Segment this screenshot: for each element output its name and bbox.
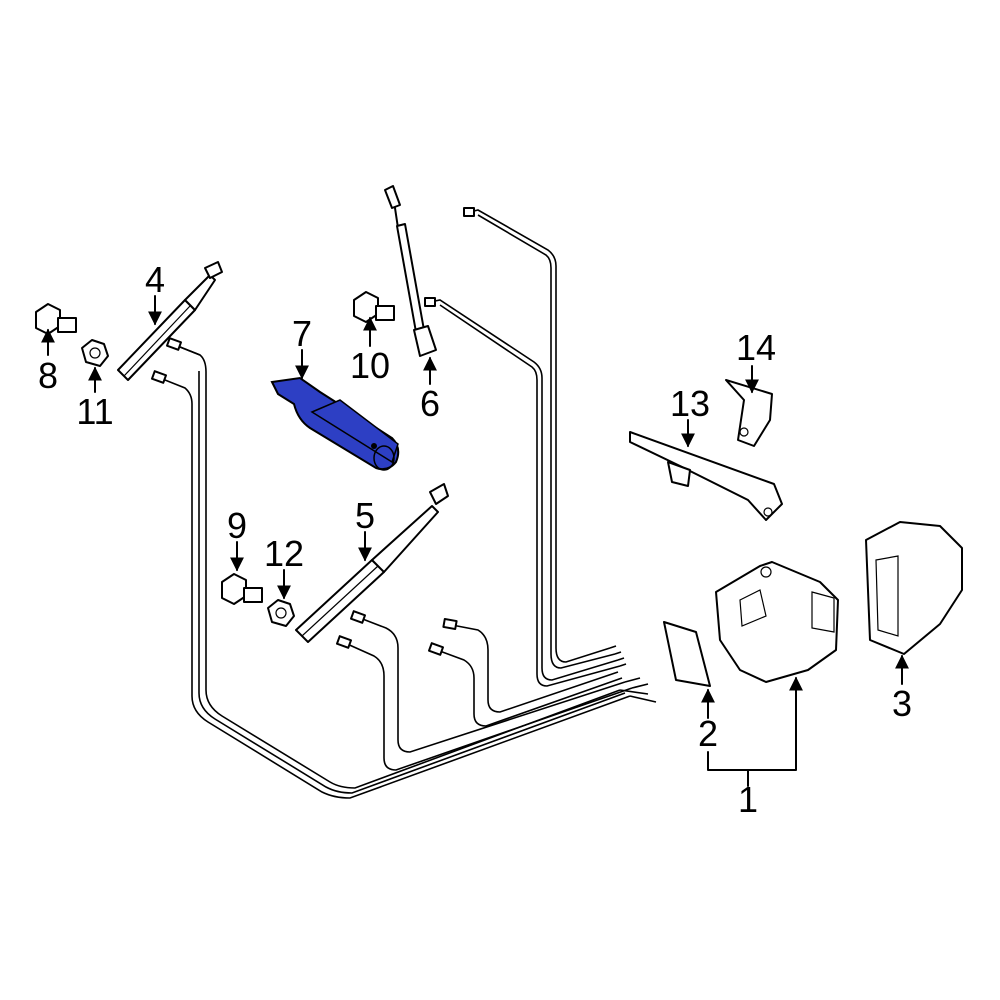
callout-arrows [41, 295, 909, 787]
part-9-bolt [221, 573, 263, 605]
callout-2: 2 [698, 713, 718, 754]
callout-9: 9 [227, 505, 247, 546]
callout-labels: 1 2 3 4 5 6 7 8 9 10 11 12 13 14 [38, 259, 912, 820]
part-1-unit [715, 561, 839, 683]
part-2-plate [663, 621, 711, 687]
callout-6: 6 [420, 383, 440, 424]
part-11-nut [81, 339, 109, 367]
part-3-cover [865, 521, 963, 655]
part-8-bolt [35, 303, 77, 335]
callout-10: 10 [350, 345, 390, 386]
callout-8: 8 [38, 355, 58, 396]
part-14-bracket [725, 379, 773, 447]
line-bundle [150, 207, 657, 799]
callout-4: 4 [145, 259, 165, 300]
part-4-strut [117, 261, 223, 381]
part-12-nut [267, 599, 295, 627]
callout-11: 11 [76, 391, 113, 432]
callout-14: 14 [736, 327, 776, 368]
part-10-bolt [353, 291, 395, 323]
part-7-actuator [270, 376, 400, 471]
callout-12: 12 [264, 533, 304, 574]
part-5-strut [295, 483, 449, 643]
part-13-bar [629, 431, 783, 521]
callout-7: 7 [292, 313, 312, 354]
part-6-cable [384, 185, 437, 357]
callout-13: 13 [670, 383, 710, 424]
callout-5: 5 [355, 495, 375, 536]
callout-3: 3 [892, 683, 912, 724]
callout-1: 1 [738, 779, 758, 820]
